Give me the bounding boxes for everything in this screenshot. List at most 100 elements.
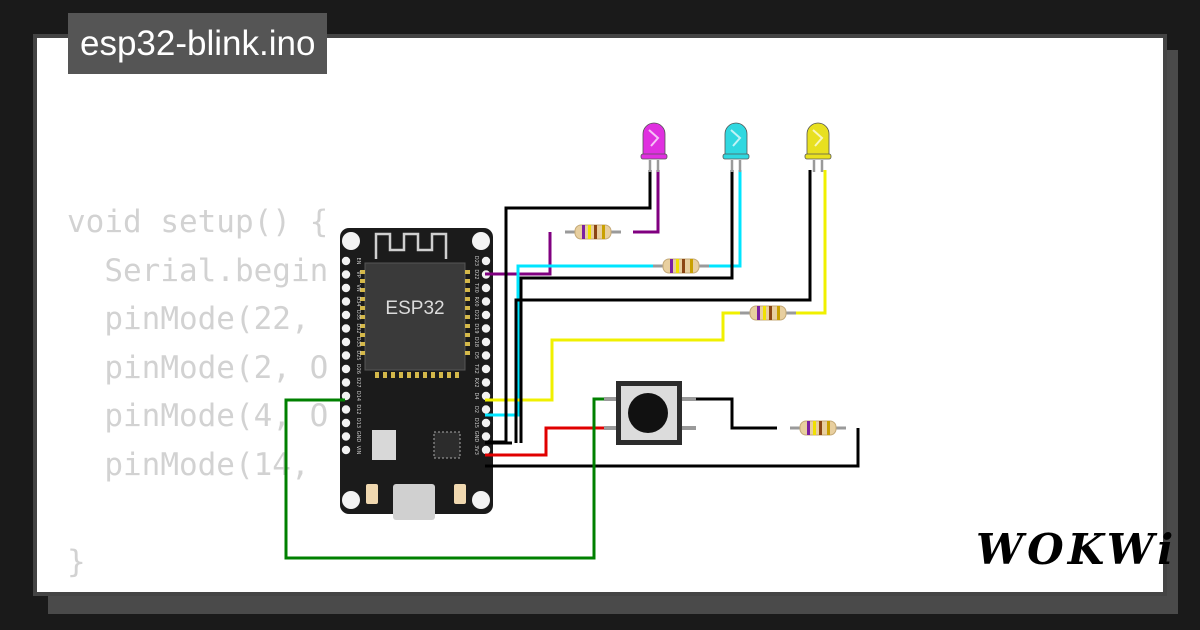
pin-label: D32 (355, 323, 361, 333)
pin-label: VP (355, 271, 361, 277)
code-line: pinMode(22, (67, 301, 310, 337)
header-pin-left[interactable] (341, 256, 351, 266)
led-reflection (730, 129, 742, 147)
pin-label: TX2 (473, 363, 479, 374)
header-pin-left[interactable] (341, 405, 351, 414)
header-pin-left[interactable] (341, 324, 351, 333)
wire-red (485, 426, 608, 457)
led-magenta[interactable] (640, 122, 668, 172)
chip-pad (360, 333, 365, 337)
pin-label: D12 (355, 404, 361, 414)
header-pin-left[interactable] (341, 445, 351, 455)
chip-pad (455, 372, 459, 378)
chip-pad (391, 372, 395, 378)
chip-pad (465, 315, 470, 319)
header-pin-left[interactable] (341, 283, 351, 293)
usb-chip (433, 431, 461, 459)
header-pin-left[interactable] (341, 378, 351, 387)
wire-black (514, 170, 812, 443)
header-pin-left[interactable] (341, 418, 351, 428)
pushbutton-cap[interactable] (628, 393, 668, 433)
antenna-trace (374, 232, 448, 259)
project-preview-card[interactable]: void setup() { Serial.begin pinMode(22, … (33, 34, 1167, 596)
led-body (806, 122, 830, 157)
chip-pad (399, 372, 403, 378)
chip-pad (360, 324, 365, 328)
pin-label: D26 (355, 364, 361, 374)
header-pin-left[interactable] (341, 391, 351, 401)
pin-label: VIN (355, 446, 361, 455)
header-pin-left[interactable] (341, 351, 351, 360)
wire-cyan (485, 264, 654, 417)
header-pin-right[interactable] (481, 418, 491, 428)
pin-label: GND (473, 431, 479, 443)
header-pin-right[interactable] (481, 364, 491, 374)
chip-pad (360, 288, 365, 292)
pin-label: D4 (473, 392, 479, 399)
header-pin-right[interactable] (481, 391, 491, 401)
header-pin-right[interactable] (481, 445, 491, 455)
code-line: pinMode(4, O (67, 398, 329, 434)
wire-purple (633, 170, 660, 234)
header-pin-right[interactable] (481, 351, 491, 360)
mount-hole (472, 232, 490, 250)
resistor[interactable] (788, 419, 848, 437)
header-pin-left[interactable] (341, 297, 351, 306)
pin-label: GND (355, 431, 361, 443)
wire-green (284, 397, 608, 560)
header-pin-right[interactable] (481, 256, 491, 266)
chip-pins (360, 270, 470, 378)
chip-pad (375, 372, 379, 378)
boot-button[interactable] (366, 484, 378, 504)
mount-hole (342, 491, 360, 509)
wire-yellow (485, 311, 742, 402)
header-pin-left[interactable] (341, 364, 351, 374)
header-pin-right[interactable] (481, 324, 491, 333)
header-pin-right[interactable] (481, 310, 491, 320)
pushbutton[interactable] (604, 381, 696, 445)
reset-button[interactable] (454, 484, 466, 504)
header-pin-right[interactable] (481, 283, 491, 293)
resistor[interactable] (738, 304, 798, 322)
header-pin-right[interactable] (481, 378, 491, 387)
header-pin-right[interactable] (481, 297, 491, 306)
header-pin-left[interactable] (341, 337, 351, 347)
pin-label: D18 (473, 337, 479, 347)
usb-port[interactable] (393, 484, 435, 520)
resistor[interactable] (563, 223, 623, 241)
header-pin-left[interactable] (341, 270, 351, 279)
chip-pad (360, 351, 365, 355)
chip-pad (465, 342, 470, 346)
led-yellow[interactable] (804, 122, 832, 172)
code-line: } (67, 543, 86, 580)
wire-black (696, 397, 777, 430)
pin-label: RX2 (473, 377, 479, 387)
wire-cyan (708, 170, 742, 268)
led-body (642, 122, 666, 157)
header-pin-right[interactable] (481, 432, 491, 441)
chip-pad (465, 297, 470, 301)
led-cyan[interactable] (722, 122, 750, 172)
header-pin-left[interactable] (341, 432, 351, 441)
chip-pad (465, 270, 470, 274)
chip-pad (360, 279, 365, 283)
header-pin-left[interactable] (341, 310, 351, 320)
header-pin-right[interactable] (481, 337, 491, 347)
code-line: pinMode(2, O (67, 349, 329, 386)
chip-pad (360, 270, 365, 274)
code-line: pinMode(14, (67, 446, 310, 483)
pin-label: VN (355, 284, 361, 291)
chip-label: ESP32 (385, 298, 444, 319)
mount-hole (472, 491, 490, 509)
chip-pad (431, 372, 435, 378)
led-reflection (812, 129, 824, 147)
resistor[interactable] (651, 257, 711, 275)
wire-black (485, 428, 860, 468)
header-pin-right[interactable] (481, 405, 491, 414)
leds (640, 122, 832, 172)
chip-pad (360, 306, 365, 310)
code-preview: void setup() { Serial.begin pinMode(22, … (67, 198, 328, 586)
pin-label: D13 (355, 418, 361, 428)
